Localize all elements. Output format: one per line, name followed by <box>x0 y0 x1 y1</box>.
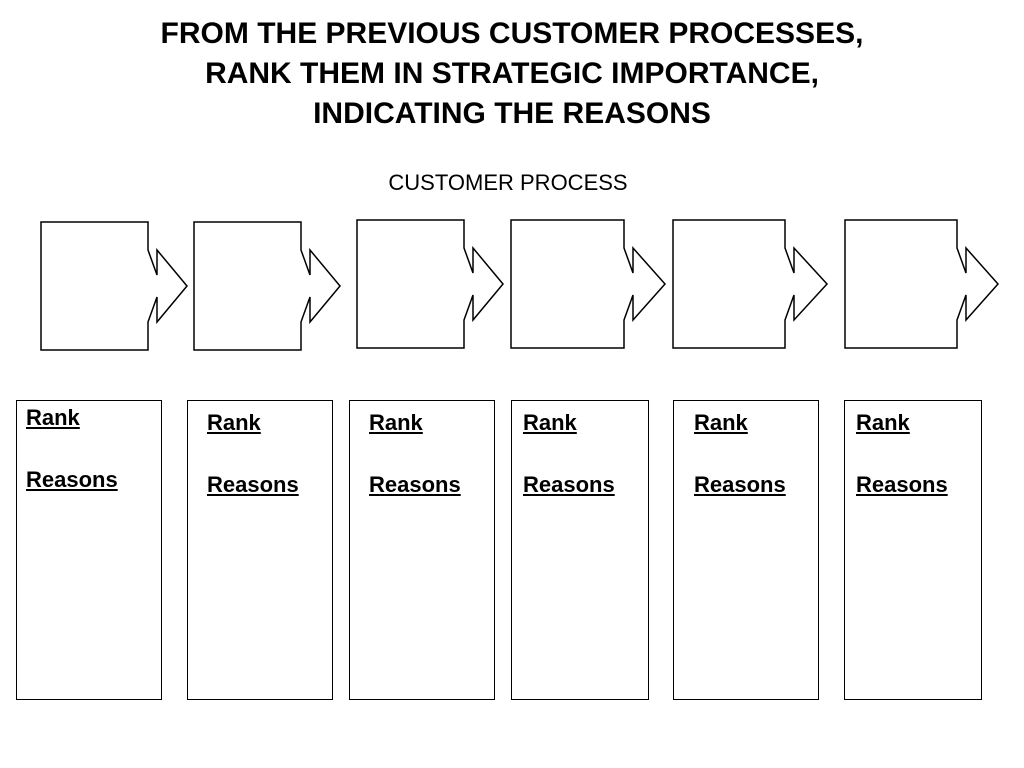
rank-label: Rank <box>369 410 423 435</box>
reasons-label: Reasons <box>856 472 948 497</box>
rank-label: Rank <box>207 410 261 435</box>
rank-label: Rank <box>26 405 80 430</box>
reasons-label: Reasons <box>26 467 118 492</box>
reasons-label: Reasons <box>369 472 461 497</box>
rank-label: Rank <box>694 410 748 435</box>
rank-card-3: Rank Reasons <box>349 400 495 700</box>
title-line-1: FROM THE PREVIOUS CUSTOMER PROCESSES, <box>160 17 864 50</box>
rank-card-1: Rank Reasons <box>16 400 162 700</box>
reasons-label: Reasons <box>207 472 299 497</box>
process-step-arrow-5 <box>672 219 829 349</box>
page-title: FROM THE PREVIOUS CUSTOMER PROCESSES, RA… <box>0 14 1024 134</box>
reasons-label: Reasons <box>694 472 786 497</box>
process-step-arrow-4 <box>510 219 667 349</box>
rank-card-5: Rank Reasons <box>673 400 819 700</box>
rank-label: Rank <box>523 410 577 435</box>
process-label: CUSTOMER PROCESS <box>388 170 628 195</box>
process-step-arrow-6 <box>844 219 1000 349</box>
rank-card-2: Rank Reasons <box>187 400 333 700</box>
rank-label: Rank <box>856 410 910 435</box>
rank-card-4: Rank Reasons <box>511 400 649 700</box>
process-step-arrow-1 <box>40 221 188 351</box>
title-line-2: RANK THEM IN STRATEGIC IMPORTANCE, <box>205 57 819 90</box>
reasons-label: Reasons <box>523 472 615 497</box>
process-step-arrow-3 <box>356 219 504 349</box>
process-step-arrow-2 <box>193 221 341 351</box>
rank-card-6: Rank Reasons <box>844 400 982 700</box>
title-line-3: INDICATING THE REASONS <box>313 97 711 130</box>
